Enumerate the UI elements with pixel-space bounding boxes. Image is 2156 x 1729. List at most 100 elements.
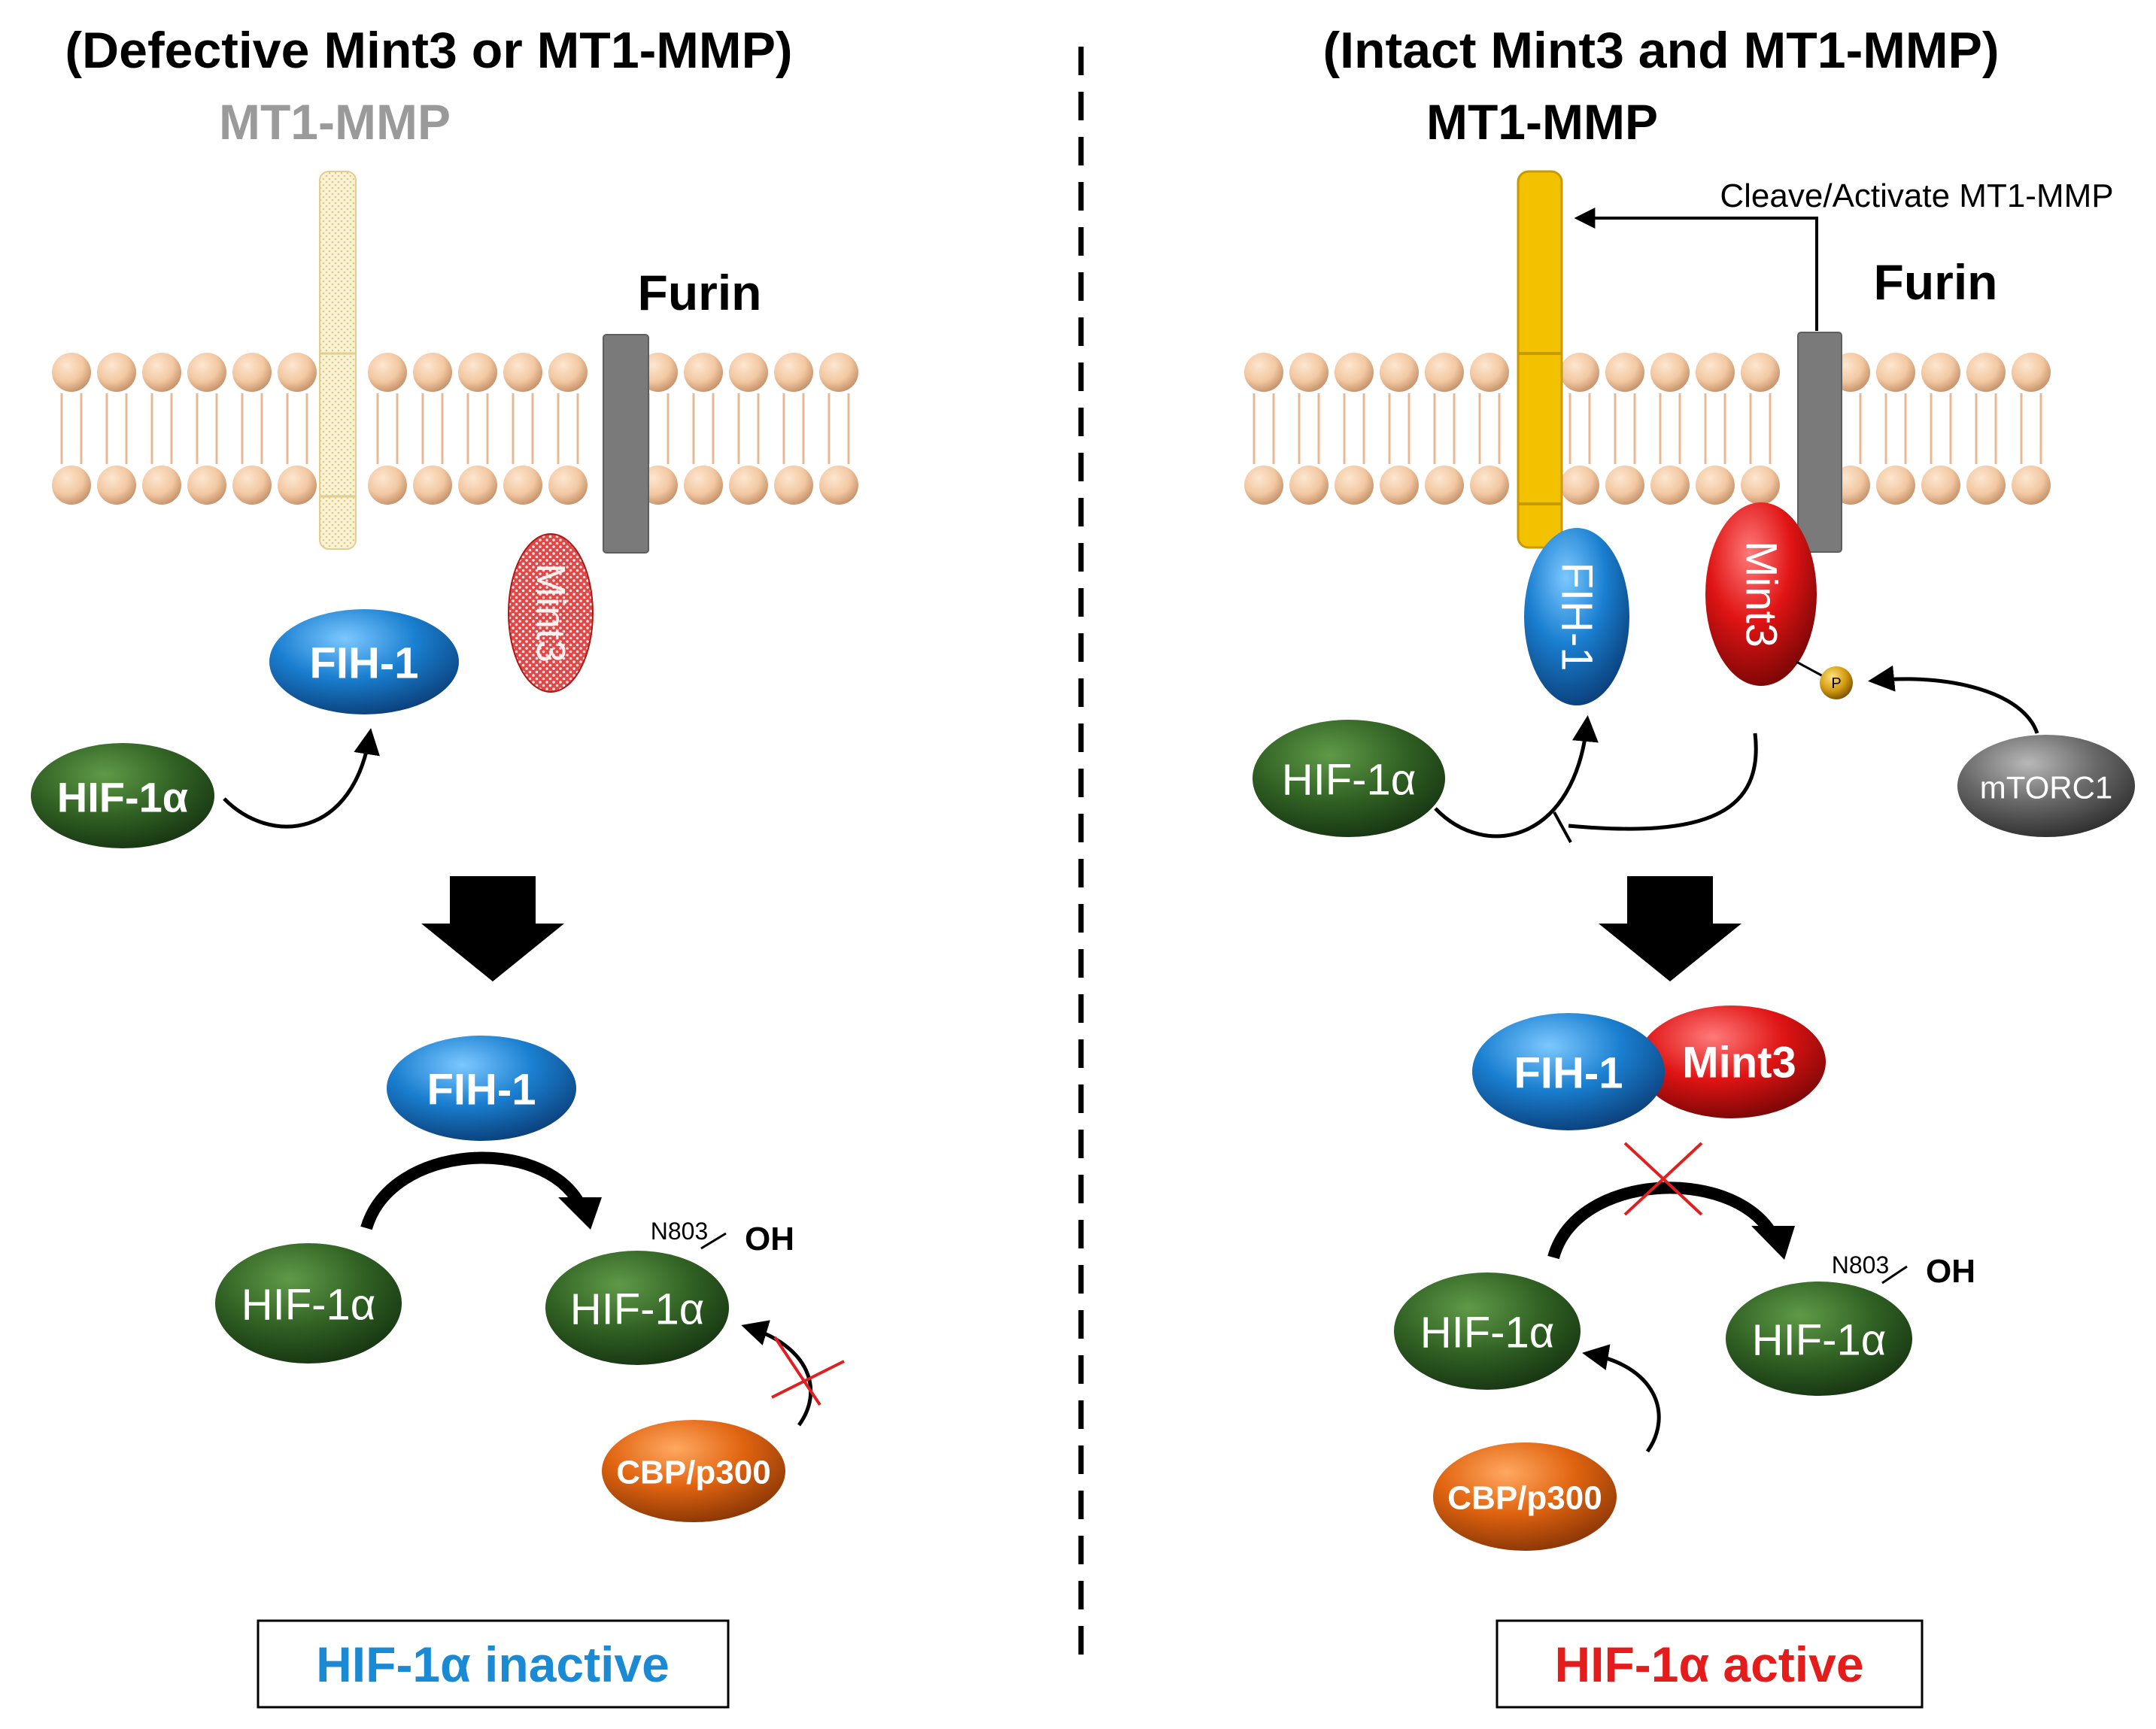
lipid-head [1921,353,1960,392]
lipid-head [142,353,181,392]
right-hif-substrate: HIF-1α [1394,1272,1581,1390]
right-oh-label: OH [1926,1253,1975,1290]
right-site-label: N803 [1832,1251,1890,1279]
lipid-head [729,353,768,392]
right-furin-label: Furin [1874,254,1998,310]
left-hydroxylation-arrow [360,1151,602,1230]
lipid-head [1876,466,1915,505]
left-oh-bond [700,1232,727,1250]
left-membrane [52,353,858,505]
right-complex: FIH-1 Mint3 [1472,1006,1826,1130]
left-hif-substrate: HIF-1α [215,1243,402,1363]
right-phosphate: P [1820,666,1853,699]
lipid-head [548,353,588,392]
right-mtorc1: mTORC1 [1957,735,2135,837]
lipid-head [1966,466,2006,505]
left-fih1-top-label: FIH-1 [310,639,419,688]
left-mint3-label: Mint3 [528,563,573,663]
right-cleave-label: Cleave/Activate MT1-MMP [1720,177,2113,214]
right-p-label: P [1831,675,1841,692]
right-mint3-inhibit-path [1568,733,1758,831]
right-hydroxylation-arrow [1547,1181,1795,1260]
lipid-head [1425,466,1464,505]
lipid-head [1244,353,1283,392]
lipid-head [774,466,813,505]
lipid-head [368,466,407,505]
right-cbp-arrow [1582,1344,1661,1453]
left-hif-product-label: HIF-1α [570,1285,705,1334]
left-fih1-bottom: FIH-1 [387,1036,576,1141]
right-hif-substrate-label: HIF-1α [1420,1309,1555,1357]
lipid-head [1605,466,1644,505]
left-result-box [257,1619,730,1709]
right-mt1mmp-label: MT1-MMP [1426,94,1658,150]
lipid-head [1289,353,1329,392]
lipid-head [1425,353,1464,392]
right-result-label: HIF-1α active [1554,1636,1863,1692]
left-furin-label: Furin [638,265,762,320]
left-site-label: N803 [651,1218,709,1245]
left-mt1mmp-protein [319,171,357,550]
right-fih1-top: FIH-1 [1524,528,1629,705]
right-blocked-x [1623,1142,1703,1216]
lipid-head [503,466,542,505]
lipid-head [1741,353,1780,392]
right-cleave-arrow [1574,208,1818,331]
lipid-head [729,466,768,505]
lipid-head [1966,353,2006,392]
right-fih1-top-label: FIH-1 [1553,563,1602,672]
right-furin-protein [1797,332,1842,553]
lipid-head [1380,353,1419,392]
lipid-head [1244,466,1283,505]
left-hif-substrate-label: HIF-1α [241,1281,376,1330]
lipid-head [232,466,272,505]
lipid-head [1696,353,1735,392]
right-inhibit-bar [1553,811,1572,843]
lipid-head [368,353,407,392]
lipid-head [503,353,542,392]
right-membrane [1244,353,2051,505]
lipid-head [413,353,452,392]
left-oh-label: OH [745,1221,794,1257]
lipid-head [232,353,272,392]
right-mt1mmp-protein [1517,170,1563,549]
lipid-head [548,466,588,505]
lipid-head [1741,466,1780,505]
lipid-head [819,353,858,392]
left-mt1mmp-label: MT1-MMP [219,94,451,150]
lipid-head [1921,466,1960,505]
left-hif-to-fih-arrow [223,728,380,829]
right-complex-fih1-label: FIH-1 [1514,1049,1623,1098]
lipid-head [1650,466,1690,505]
lipid-head [1380,466,1419,505]
lipid-head [1605,353,1644,392]
lipid-head [52,353,91,392]
lipid-head [278,466,317,505]
right-down-arrow [1599,876,1742,981]
right-title: (Intact Mint3 and MT1-MMP) [1322,22,1999,79]
right-cbp-label: CBP/p300 [1447,1480,1602,1517]
lipid-head [1470,466,1509,505]
left-fih1-bottom-label: FIH-1 [427,1066,536,1115]
right-hif-product-label: HIF-1α [1752,1316,1887,1365]
right-mint3-top-label: Mint3 [1737,541,1786,648]
left-cbp-arrow [741,1320,813,1427]
left-down-arrow [421,876,564,981]
lipid-head [413,466,452,505]
lipid-head [458,353,497,392]
right-hif-top-label: HIF-1α [1282,756,1417,805]
lipid-head [187,466,226,505]
lipid-head [2012,466,2051,505]
right-hif-top: HIF-1α [1253,720,1445,837]
lipid-head [1335,466,1374,505]
right-cbp: CBP/p300 [1433,1442,1617,1551]
right-complex-mint3-label: Mint3 [1682,1039,1796,1087]
right-mint3-top: Mint3 [1705,502,1817,686]
left-furin-protein [603,334,649,554]
lipid-head [1876,353,1915,392]
lipid-head [142,466,181,505]
left-blocked-x [771,1336,845,1406]
right-mtorc1-arrow [1868,665,2039,734]
lipid-head [1560,466,1599,505]
